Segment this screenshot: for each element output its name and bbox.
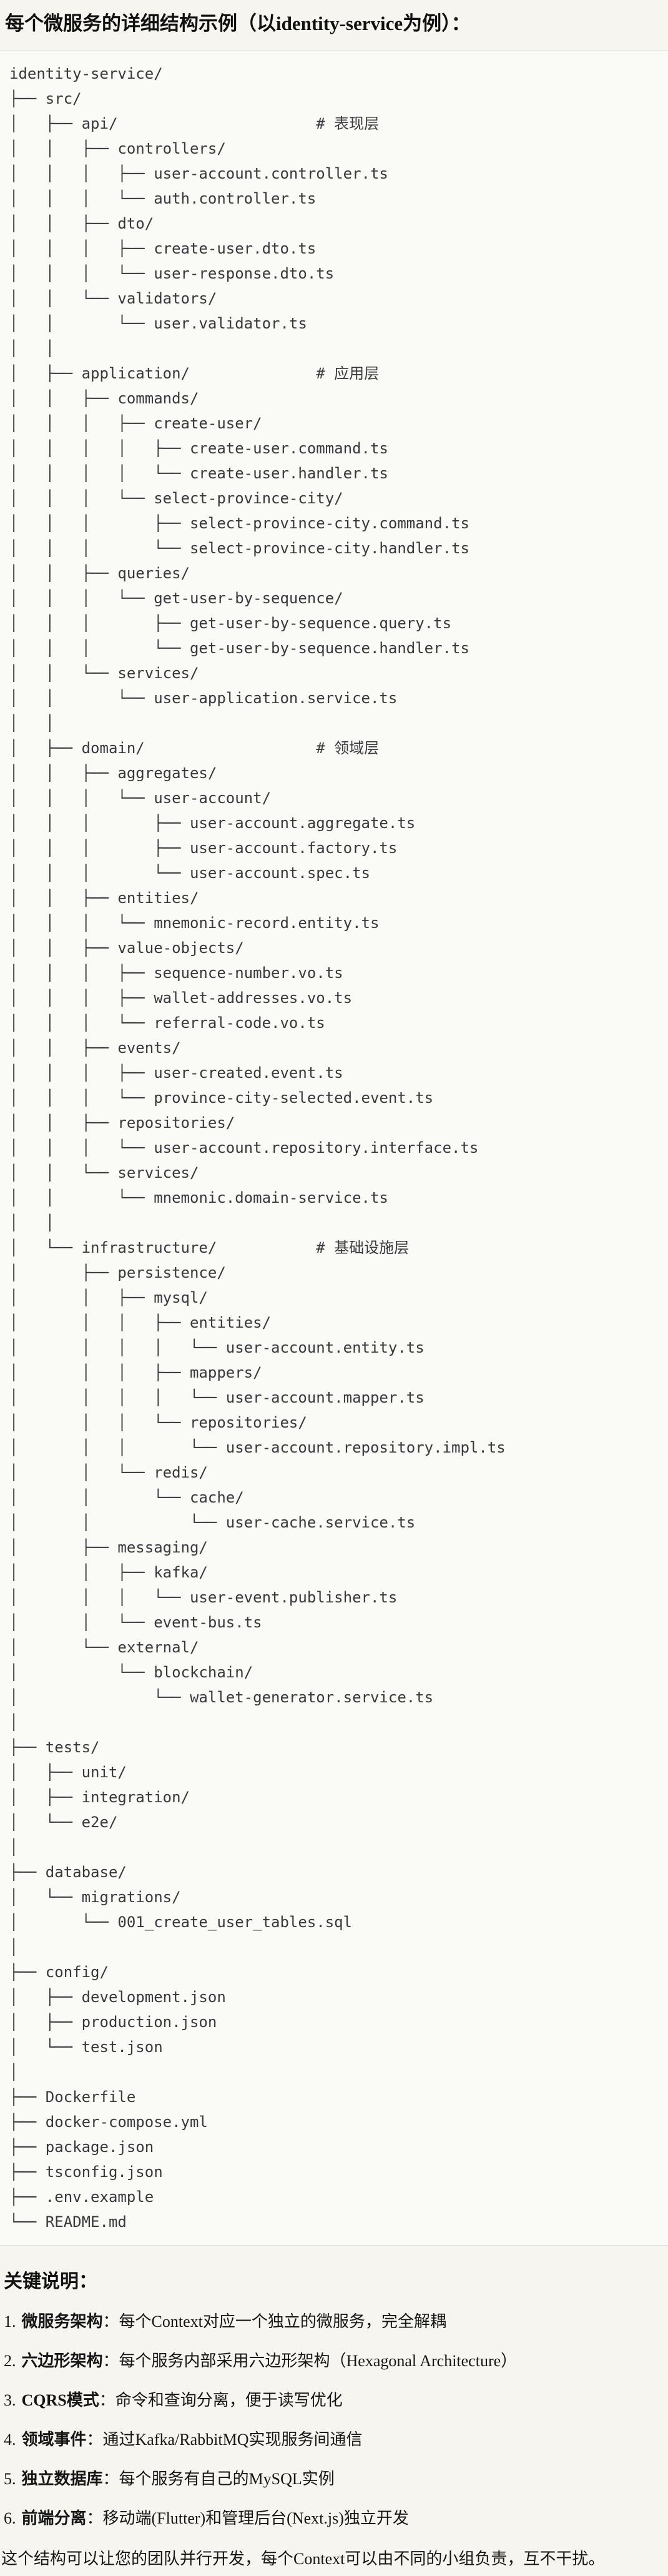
notes-list: 1.微服务架构：每个Context对应一个独立的微服务，完全解耦 2.六边形架构… bbox=[0, 2309, 668, 2530]
notes-heading: 关键说明： bbox=[4, 2271, 97, 2292]
item-number: 5. bbox=[4, 2470, 16, 2489]
item-term: CQRS模式 bbox=[21, 2391, 99, 2410]
item-number: 2. bbox=[4, 2352, 16, 2371]
list-item: 6. 前端分离：移动端(Flutter)和管理后台(Next.js)独立开发 bbox=[4, 2506, 663, 2530]
item-desc: 移动端(Flutter)和管理后台(Next.js)独立开发 bbox=[102, 2509, 409, 2528]
item-colon: ： bbox=[86, 2509, 103, 2528]
item-term: 微服务架构 bbox=[21, 2312, 103, 2331]
item-desc: 每个服务有自己的MySQL实例 bbox=[119, 2470, 335, 2489]
list-item: 3. CQRS模式：命令和查询分离，便于读写优化 bbox=[4, 2388, 663, 2412]
item-desc: 命令和查询分离，便于读写优化 bbox=[115, 2391, 343, 2410]
item-colon: ： bbox=[102, 2352, 119, 2371]
list-item: 4. 领域事件：通过Kafka/RabbitMQ实现服务间通信 bbox=[4, 2427, 663, 2452]
item-colon: ： bbox=[99, 2391, 115, 2410]
item-number: 1. bbox=[4, 2312, 16, 2331]
item-term: 前端分离 bbox=[21, 2509, 87, 2528]
page-title: 每个微服务的详细结构示例（以identity-service为例）： bbox=[5, 12, 471, 34]
item-number: 3. bbox=[4, 2391, 16, 2410]
item-term: 独立数据库 bbox=[21, 2470, 103, 2489]
closing-paragraph: 这个结构可以让您的团队并行开发，每个Context可以由不同的小组负责，互不干扰… bbox=[1, 2550, 605, 2569]
item-term: 六边形架构 bbox=[21, 2352, 103, 2371]
directory-tree-code-block: identity-service/ ├── src/ │ ├── api/ # … bbox=[0, 49, 668, 2246]
list-item: 1. 微服务架构：每个Context对应一个独立的微服务，完全解耦 bbox=[4, 2309, 663, 2334]
list-item: 5. 独立数据库：每个服务有自己的MySQL实例 bbox=[4, 2467, 663, 2491]
item-desc: 每个Context对应一个独立的微服务，完全解耦 bbox=[119, 2312, 446, 2331]
item-colon: ： bbox=[102, 2312, 119, 2331]
item-colon: ： bbox=[86, 2430, 103, 2449]
document: 每个微服务的详细结构示例（以identity-service为例）： ident… bbox=[0, 11, 668, 2571]
item-term: 领域事件 bbox=[21, 2430, 87, 2449]
item-number: 4. bbox=[4, 2430, 16, 2449]
item-desc: 每个服务内部采用六边形架构（Hexagonal Architecture） bbox=[119, 2352, 518, 2371]
list-item: 2. 六边形架构：每个服务内部采用六边形架构（Hexagonal Architec… bbox=[4, 2349, 663, 2373]
item-number: 6. bbox=[4, 2509, 16, 2528]
item-colon: ： bbox=[102, 2470, 119, 2489]
item-desc: 通过Kafka/RabbitMQ实现服务间通信 bbox=[102, 2430, 363, 2449]
